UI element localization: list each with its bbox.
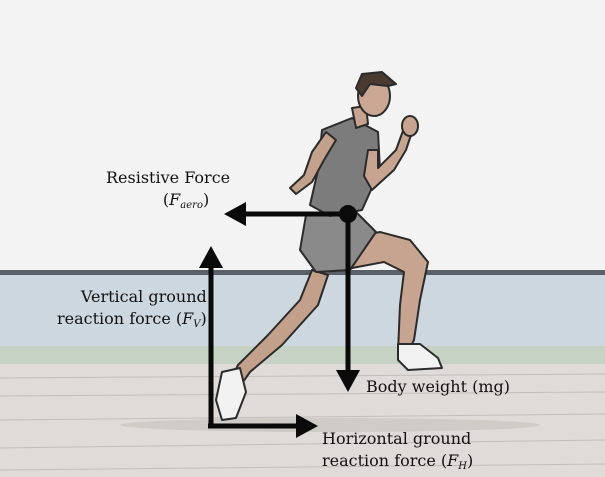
resistive-force-symbol: (Faero) (106, 189, 230, 217)
horizontal-grf-line1: Horizontal ground (322, 428, 473, 450)
horizontal-grf-line2-text: reaction force (322, 451, 436, 470)
resistive-force-symbol-letter: F (169, 190, 180, 209)
infield-grass (0, 346, 605, 366)
horizontal-grf-symbol: F (447, 451, 458, 470)
vertical-grf-symbol: F (182, 309, 193, 328)
vertical-grf-label: Vertical ground reaction force (FV) (57, 286, 207, 336)
horizontal-grf-line2: reaction force (FH) (322, 450, 473, 477)
resistive-force-title: Resistive Force (106, 167, 230, 189)
vertical-grf-line2: reaction force (FV) (57, 308, 207, 336)
wall-top-edge (0, 270, 605, 275)
horizontal-grf-subscript: H (458, 461, 467, 472)
vertical-grf-line1: Vertical ground (57, 286, 207, 308)
center-of-mass-dot (339, 205, 357, 223)
resistive-force-subscript: aero (180, 200, 203, 211)
resistive-force-label: Resistive Force (Faero) (106, 167, 230, 217)
vertical-grf-line2-text: reaction force (57, 309, 171, 328)
horizontal-grf-label: Horizontal ground reaction force (FH) (322, 428, 473, 477)
body-weight-label: Body weight (mg) (366, 376, 510, 398)
vertical-grf-subscript: V (193, 319, 200, 330)
front-hand (402, 116, 418, 136)
